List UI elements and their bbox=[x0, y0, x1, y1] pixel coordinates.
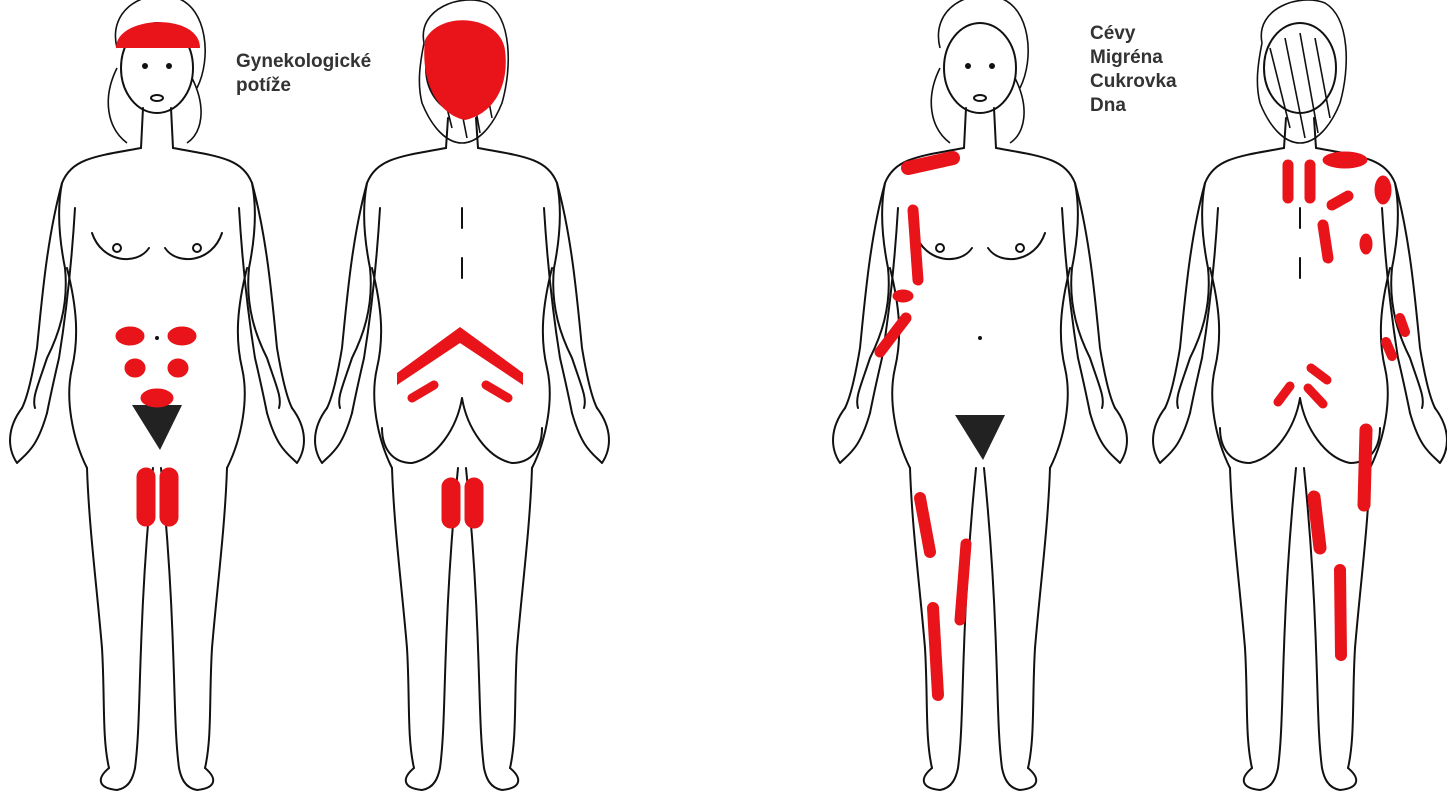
marker-shin bbox=[933, 608, 938, 695]
marker-abdomen-lr bbox=[168, 359, 188, 377]
marker-lumbar-chevron bbox=[397, 327, 523, 385]
marker-elbow-back-2 bbox=[1386, 342, 1392, 356]
marker-head-back-left bbox=[424, 20, 506, 120]
marker-upper-arm bbox=[913, 210, 918, 280]
label-conditions: Cévy Migréna Cukrovka Dna bbox=[1090, 22, 1177, 118]
marker-lumbar-r2 bbox=[1308, 388, 1323, 404]
marker-forearm bbox=[880, 318, 906, 352]
marker-scapula-side bbox=[1360, 234, 1372, 254]
marker-head-band-left bbox=[116, 22, 200, 48]
label-line: Dna bbox=[1090, 94, 1177, 118]
label-gynecological: Gynekologické potíže bbox=[236, 50, 371, 98]
marker-scapula-top bbox=[1332, 196, 1348, 205]
marker-elbow bbox=[893, 290, 913, 302]
label-line: Migréna bbox=[1090, 46, 1177, 70]
label-line: potíže bbox=[236, 74, 371, 98]
marker-back-thigh-outer bbox=[1364, 430, 1366, 505]
marker-shoulder-back bbox=[1375, 176, 1391, 204]
marker-scapula-mid bbox=[1323, 225, 1328, 258]
label-line: Gynekologické bbox=[236, 50, 371, 74]
marker-thigh-outer bbox=[920, 498, 930, 552]
marker-shoulder bbox=[908, 158, 953, 168]
marker-back-thigh-r bbox=[465, 478, 483, 528]
marker-shoulder-top bbox=[1323, 152, 1367, 168]
marker-abdomen-ur bbox=[168, 327, 196, 345]
label-line: Cukrovka bbox=[1090, 70, 1177, 94]
marker-back-thigh-l bbox=[442, 478, 460, 528]
marker-knee-inner bbox=[960, 544, 966, 620]
marker-lumbar-r1 bbox=[1311, 368, 1327, 380]
marker-lower-back-r bbox=[486, 385, 508, 398]
marker-lower-back-l bbox=[412, 385, 434, 398]
marker-back-thigh-inner bbox=[1314, 497, 1320, 548]
label-line: Cévy bbox=[1090, 22, 1177, 46]
marker-calf bbox=[1340, 570, 1341, 655]
marker-abdomen-ul bbox=[116, 327, 144, 345]
marker-abdomen-ll bbox=[125, 359, 145, 377]
marker-lumbar-l bbox=[1278, 386, 1290, 402]
marker-elbow-back-1 bbox=[1400, 318, 1405, 332]
marker-thigh-fl bbox=[137, 468, 155, 526]
marker-thigh-fr bbox=[160, 468, 178, 526]
marker-pubic bbox=[141, 389, 173, 407]
